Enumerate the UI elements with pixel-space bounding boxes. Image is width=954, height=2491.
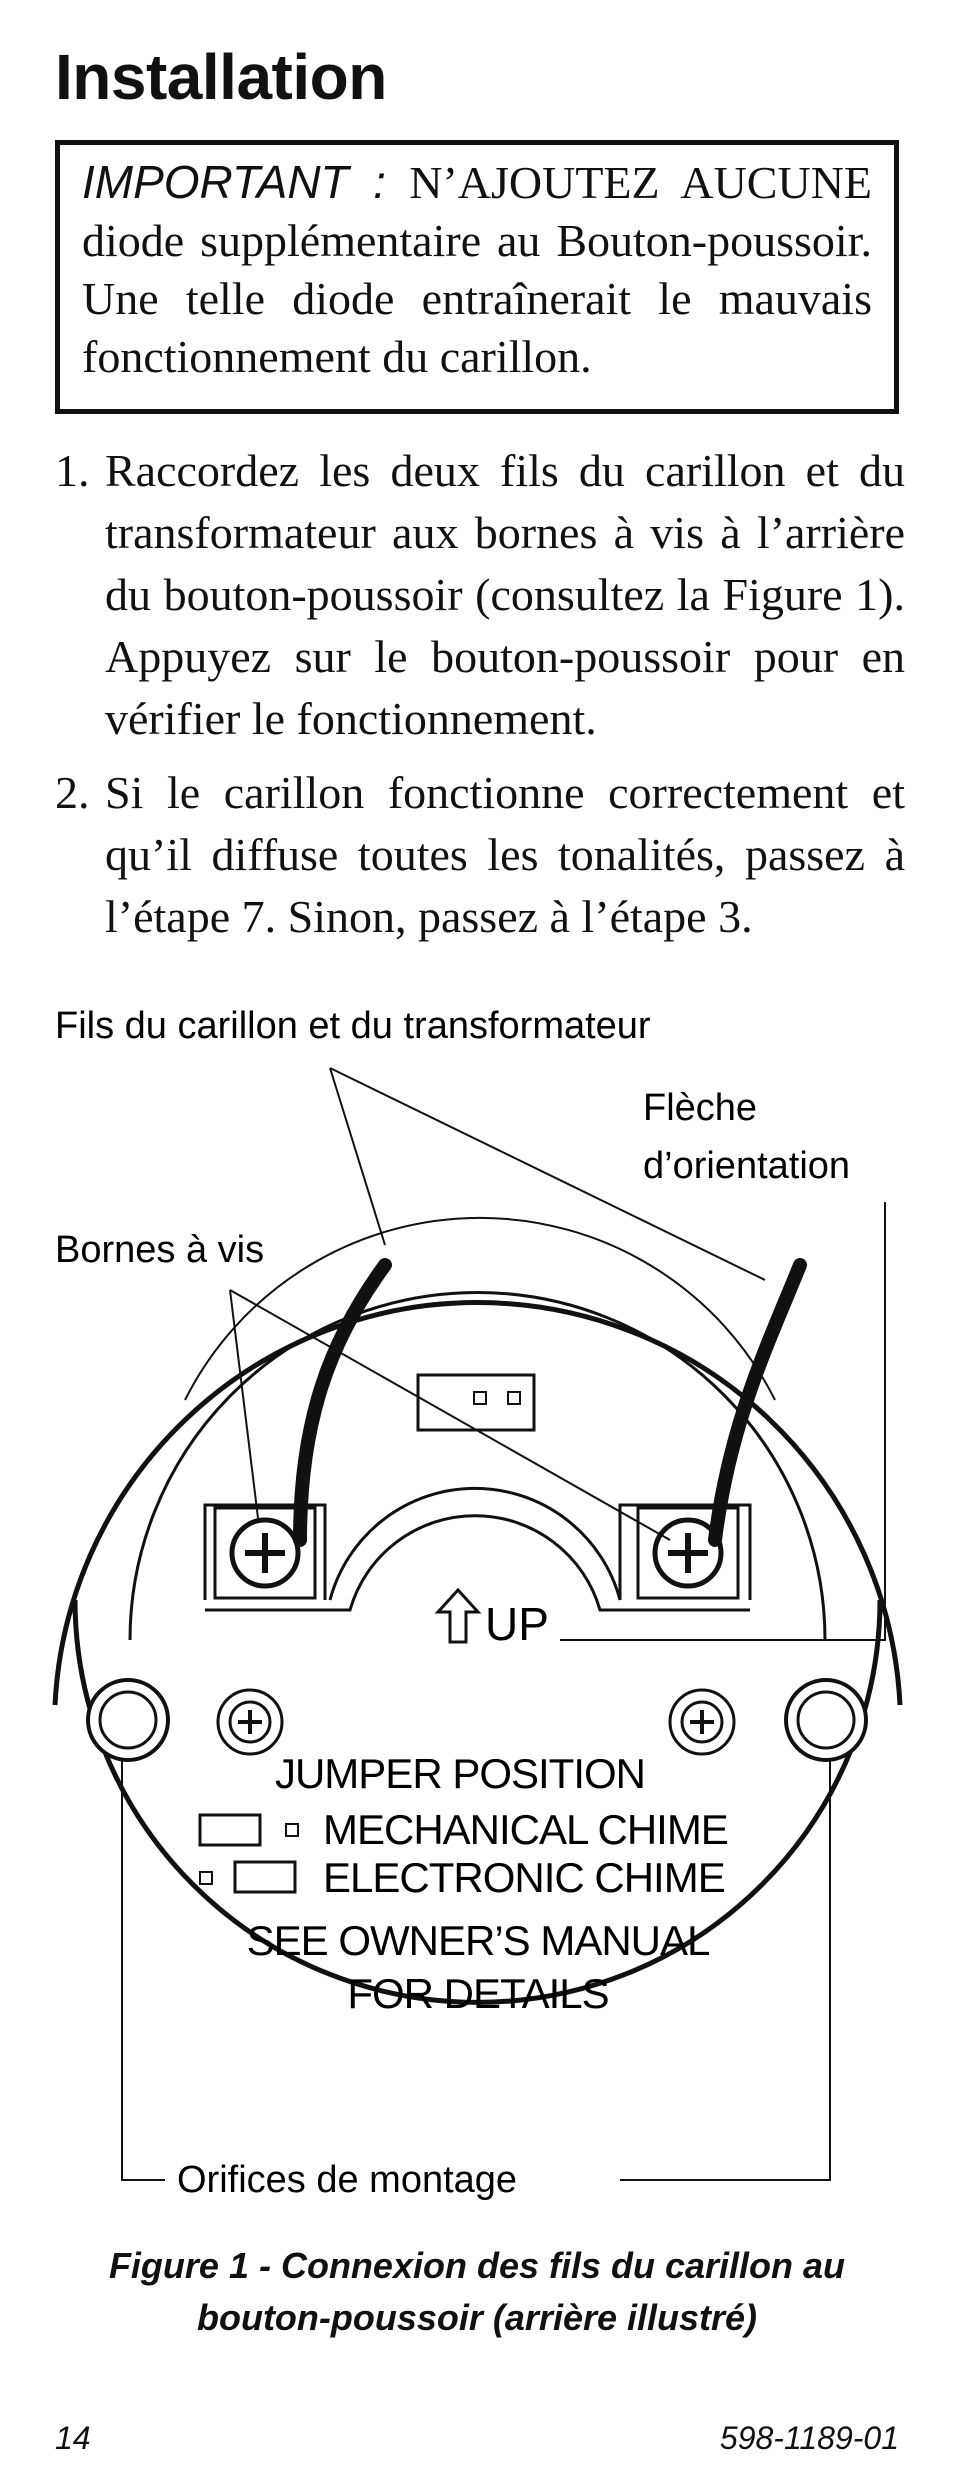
- step-number: 1.: [55, 445, 90, 496]
- step-text: Si le carillon fonctionne correctement e…: [105, 767, 905, 942]
- callout-wires: Fils du carillon et du transformateur: [55, 1005, 651, 1047]
- electronic-chime-label: ELECTRONIC CHIME: [323, 1854, 725, 1901]
- screw-cross-icon: [668, 1533, 708, 1573]
- callout-arrow-line2: d’orientation: [643, 1145, 850, 1187]
- inner-arc-2: [184, 1216, 776, 1401]
- important-notice: IMPORTANT : N’AJOUTEZ AUCUNE diode suppl…: [55, 140, 899, 414]
- manual-line-1: SEE OWNER’S MANUAL: [247, 1917, 710, 1964]
- manual-line-2: FOR DETAILS: [347, 1970, 608, 2017]
- terminal-plate: [203, 1486, 752, 1601]
- up-label: UP: [485, 1598, 549, 1650]
- jumper-dot-icon: [285, 1823, 299, 1837]
- important-label: IMPORTANT :: [82, 156, 386, 208]
- screw-cross-icon: [245, 1533, 285, 1573]
- caption-line-2: bouton-poussoir (arrière illustré): [196, 2297, 758, 2338]
- plate-base: [205, 1514, 750, 1612]
- page-heading: Installation: [55, 41, 387, 113]
- jumper-box-mechanical-icon: [198, 1813, 262, 1847]
- step-number: 2.: [55, 767, 90, 818]
- mechanical-chime-label: MECHANICAL CHIME: [323, 1806, 728, 1853]
- installation-steps: 1. Raccordez les deux fils du carillon e…: [55, 440, 905, 960]
- up-arrow-icon: [434, 1587, 482, 1644]
- jumper-pin: [473, 1391, 487, 1405]
- housing-bottom: [72, 1599, 883, 2005]
- wiring-figure: UP JUMPER POSITION MECHANICAL CHIME ELEC…: [0, 980, 954, 2230]
- push-button-back-diagram: UP JUMPER POSITION MECHANICAL CHIME ELEC…: [52, 1005, 903, 2201]
- mounting-hole-inner: [796, 1690, 856, 1750]
- important-text: N’AJOUTEZ AUCUNE diode supplémentaire au…: [82, 157, 873, 382]
- step-item: 1. Raccordez les deux fils du carillon e…: [55, 440, 905, 750]
- screw-cross-icon: [238, 1710, 262, 1734]
- jumper-box-electronic-icon: [233, 1860, 297, 1894]
- leader-wires: [329, 1067, 766, 1281]
- inner-arc: [128, 1291, 827, 1641]
- leader-holes: [121, 1760, 831, 2181]
- jumper-pin: [507, 1391, 521, 1405]
- chime-wire-left: [293, 1258, 392, 1547]
- screw-cross-icon: [690, 1710, 714, 1734]
- step-text: Raccordez les deux fils du carillon et d…: [105, 445, 905, 744]
- housing-outline: [52, 1300, 903, 1706]
- jumper-dot-icon: [199, 1871, 213, 1885]
- step-item: 2. Si le carillon fonctionne correctemen…: [55, 762, 905, 948]
- callout-holes: Orifices de montage: [177, 2159, 517, 2201]
- figure-caption: Figure 1 - Connexion des fils du carillo…: [40, 2240, 914, 2344]
- jumper-title: JUMPER POSITION: [275, 1750, 645, 1797]
- chime-wire-right: [708, 1258, 807, 1547]
- callout-arrow-line1: Flèche: [643, 1087, 757, 1129]
- mounting-hole-inner: [98, 1690, 158, 1750]
- page-number: 14: [55, 2420, 91, 2456]
- callout-screws: Bornes à vis: [55, 1229, 264, 1271]
- leader-screws: [229, 1289, 671, 1541]
- leader-arrow: [560, 1202, 886, 1641]
- document-number: 598-1189-01: [719, 2420, 899, 2456]
- caption-line-1: Figure 1 - Connexion des fils du carillo…: [108, 2245, 846, 2286]
